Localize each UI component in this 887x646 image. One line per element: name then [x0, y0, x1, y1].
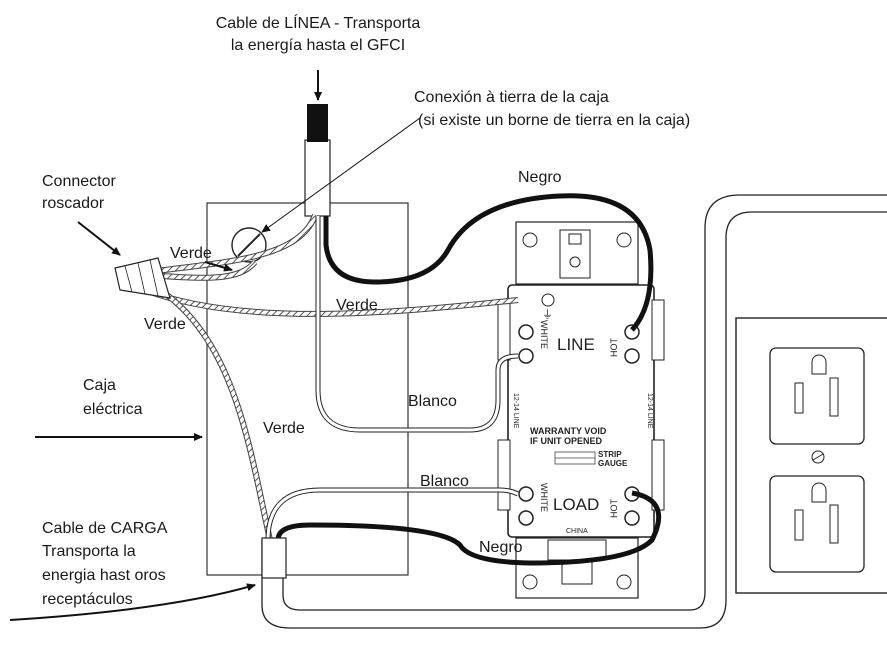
verde-label-connector: Verde [144, 316, 186, 333]
load-cable-label-2: Transporta la [42, 543, 136, 560]
verde-label-main: Verde [336, 297, 378, 314]
line-cable-label-2: la energía hasta el GFCI [230, 37, 406, 54]
load-cable-label-4: receptáculos [42, 591, 133, 608]
black-wire-line [323, 193, 654, 332]
gfci-white-top: WHITE [539, 320, 549, 349]
verde-label-box: Verde [170, 245, 212, 262]
connector-label-1: Connector [42, 173, 116, 190]
white-wire-load [265, 487, 520, 541]
box-ground-label-2: (si existe un borne de tierra en la caja… [418, 112, 691, 129]
gfci-warranty-2: IF UNIT OPENED [530, 436, 603, 446]
gfci-strap-top [515, 221, 639, 285]
load-cable-conduit-inner [282, 194, 887, 611]
negro-top-label: Negro [518, 169, 562, 186]
arrow-connector [77, 221, 121, 256]
box-label-2: eléctrica [83, 401, 143, 418]
negro-bottom-label: Negro [479, 539, 523, 556]
gfci-gauge-left: 12-14 LINE [512, 393, 519, 429]
verde-label-load: Verde [263, 420, 305, 437]
gfci-load-label: LOAD [553, 495, 599, 514]
gfci-ground-symbol: ⏚ [542, 308, 553, 321]
gfci-origin: CHINA [566, 528, 588, 535]
load-cable-sheath [261, 537, 287, 579]
box-label-1: Caja [83, 377, 116, 394]
black-wire-load [275, 490, 662, 566]
arrow-load-cable [9, 583, 256, 621]
gfci-strap-bottom [515, 537, 639, 599]
blanco-line-label: Blanco [408, 393, 457, 410]
gfci-white-bottom: WHITE [539, 483, 549, 512]
load-cable-conduit [261, 211, 887, 629]
gfci-strip-1: STRIP [598, 450, 622, 459]
gfci-strip-2: GAUGE [598, 459, 628, 468]
ground-wire-main [143, 287, 519, 317]
wire-nut-connector [114, 257, 171, 299]
line-cable-sheath [304, 139, 331, 217]
arrow-box-ground [261, 117, 421, 233]
connector-label-2: roscador [42, 195, 105, 212]
gfci-gauge-right: 12-14 LINE [646, 393, 653, 429]
line-cable-black [307, 104, 328, 142]
gfci-line-label: LINE [557, 335, 595, 354]
gfci-hot-top: HOT [609, 338, 619, 358]
gfci-warranty-1: WARRANTY VOID [530, 426, 607, 436]
box-ground-label-1: Conexión à tierra de la caja [414, 89, 609, 106]
blanco-load-label: Blanco [420, 473, 469, 490]
load-cable-label-1: Cable de CARGA [42, 520, 168, 537]
gfci-body [497, 284, 665, 538]
line-cable-label-1: Cable de LÍNEA - Transporta [215, 15, 421, 32]
gfci-hot-bottom: HOT [609, 499, 619, 519]
arrow-verde [204, 261, 233, 272]
downstream-receptacle [735, 317, 887, 594]
load-cable-label-3: energia hast oros [42, 567, 166, 584]
